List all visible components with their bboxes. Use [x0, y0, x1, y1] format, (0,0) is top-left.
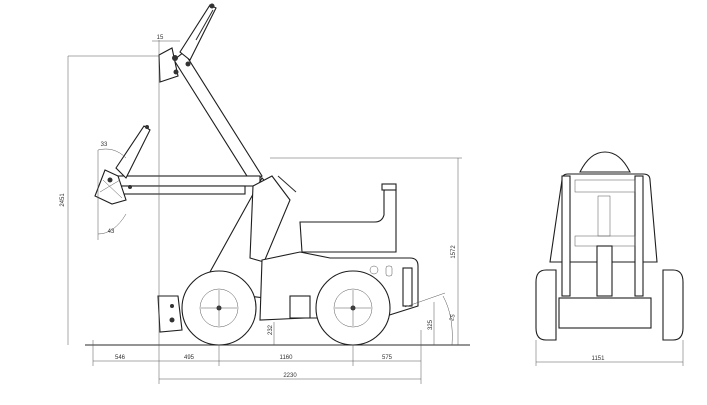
bucket — [157, 295, 183, 333]
dim-bucket-to-axle: 495 — [184, 355, 195, 361]
dump-arc — [97, 213, 127, 235]
dim-bucket-offset: 15 — [157, 35, 164, 41]
dim-overall-height: 1572 — [451, 245, 457, 259]
rear-view: 1151 — [535, 151, 684, 366]
angle-departure: 25 — [449, 313, 457, 322]
angle-rollback: 33 — [101, 142, 108, 148]
dim-overall-length: 2230 — [283, 373, 297, 379]
dim-ground-clearance: 232 — [268, 324, 274, 335]
raised-boom — [158, 3, 263, 185]
dim-rear-overhang: 575 — [382, 355, 393, 361]
lowered-boom — [94, 125, 261, 205]
rear-bucket — [558, 297, 652, 329]
dim-wheelbase: 1160 — [280, 355, 294, 361]
dim-front-overhang: 546 — [115, 355, 126, 361]
left-wheel — [535, 269, 557, 341]
rear-wheel — [315, 270, 391, 346]
departure-arc — [442, 295, 453, 346]
side-view: 546 495 1160 575 2230 15 2451 1572 232 3… — [60, 3, 470, 384]
right-wheel — [662, 269, 684, 341]
dim-max-hinge-height: 2451 — [60, 193, 66, 207]
dim-overall-width: 1151 — [592, 356, 606, 362]
front-wheel — [181, 270, 257, 346]
rollback-arc — [97, 148, 127, 159]
dim-rear-bottom-height: 325 — [428, 319, 434, 330]
angle-dump: 43 — [108, 229, 115, 235]
steering-wheel — [579, 151, 631, 173]
